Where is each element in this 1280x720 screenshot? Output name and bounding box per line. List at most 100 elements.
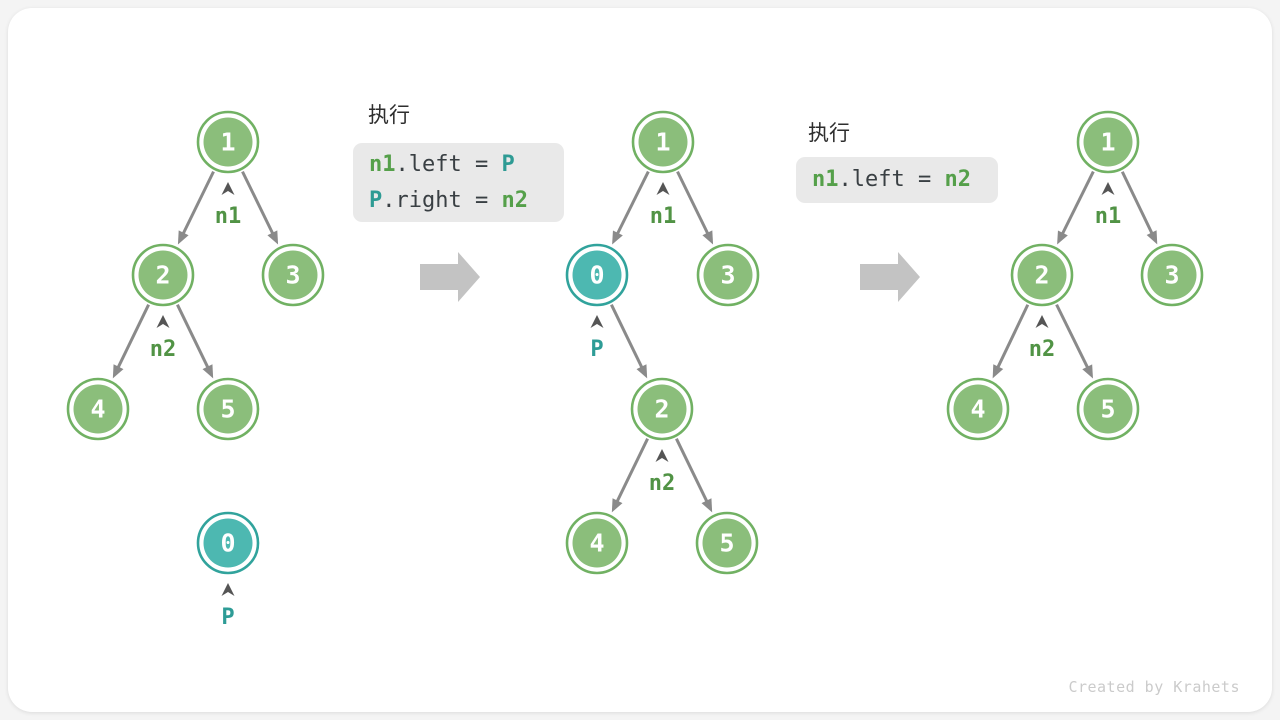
pointer-label-n2: n2 (649, 471, 676, 496)
pointer-label-n2: n2 (150, 337, 177, 362)
edge-0-2 (610, 304, 645, 371)
pointer-caret-icon (1035, 315, 1049, 328)
edge-arrowhead-icon (1146, 230, 1158, 245)
code-line: n1.left = P (369, 147, 564, 183)
tree-node-4: 4 (946, 377, 1010, 441)
node-disc (572, 518, 622, 568)
code-token-green: n1 (812, 167, 839, 192)
pointer-caret-icon (656, 182, 670, 195)
transition-arrow-icon-1 (420, 252, 480, 302)
code-box-2: n1.left = n2 (796, 157, 998, 203)
code-token-plain: .left = (395, 152, 502, 177)
tree-node-5: 5 (196, 377, 260, 441)
tree-node-5: 5 (695, 511, 759, 575)
code-token-green: n1 (369, 152, 396, 177)
node-value: 2 (654, 395, 669, 424)
edge-arrowhead-icon (702, 230, 714, 245)
pointer-caret-icon (655, 449, 669, 462)
node-disc (1017, 250, 1067, 300)
code-line: P.right = n2 (369, 183, 564, 219)
node-value: 0 (220, 529, 235, 558)
node-value: 4 (589, 529, 604, 558)
pointer-label-P: P (221, 605, 234, 630)
edge-arrowhead-icon (1082, 364, 1093, 379)
tree-node-0: 0 (196, 511, 260, 575)
tree-node-5: 5 (1076, 377, 1140, 441)
edge-arrowhead-icon (992, 364, 1004, 379)
edge-arrowhead-icon (112, 364, 124, 379)
edge-1-0 (614, 170, 650, 238)
node-value: 3 (720, 261, 735, 290)
node-disc (572, 250, 622, 300)
edge-arrowhead-icon (1057, 230, 1068, 245)
exec-title-1: 执行 (368, 104, 410, 127)
pointer-label-P: P (590, 337, 603, 362)
tree-before: 1 2 3 4 5 0 n1 n2P (66, 110, 325, 630)
node-value: 2 (1034, 261, 1049, 290)
node-disc (73, 384, 123, 434)
tree-node-4: 4 (66, 377, 130, 441)
node-value: 5 (220, 395, 235, 424)
tree-node-2: 2 (630, 377, 694, 441)
node-disc (203, 117, 253, 167)
pointer-label-n1: n1 (215, 204, 242, 229)
tree-node-1: 1 (1076, 110, 1140, 174)
node-disc (953, 384, 1003, 434)
node-disc (203, 518, 253, 568)
edge-1-3 (241, 170, 276, 238)
edge-arrowhead-icon (177, 230, 189, 245)
node-value: 5 (719, 529, 734, 558)
node-disc (637, 384, 687, 434)
node-value: 5 (1100, 395, 1115, 424)
node-disc (268, 250, 318, 300)
pointer-caret-icon (156, 315, 170, 328)
edge-2-5 (176, 304, 211, 371)
node-value: 1 (1100, 128, 1115, 157)
pointer-caret-icon (221, 182, 235, 195)
code-token-plain: .right = (382, 188, 502, 213)
edge-2-4 (115, 304, 150, 371)
edge-1-2 (180, 170, 215, 238)
node-value: 1 (220, 128, 235, 157)
tree-node-0: 0 (565, 243, 629, 307)
edge-arrowhead-icon (267, 230, 279, 245)
node-disc (1147, 250, 1197, 300)
edge-arrowhead-icon (701, 498, 713, 513)
pointer-caret-icon (1101, 182, 1115, 195)
edge-arrowhead-icon (611, 498, 623, 513)
node-value: 0 (589, 261, 604, 290)
code-line: n1.left = n2 (812, 161, 998, 199)
node-disc (702, 518, 752, 568)
edge-arrowhead-icon (612, 230, 623, 245)
tree-node-1: 1 (631, 110, 695, 174)
exec-title-2: 执行 (808, 122, 850, 145)
tree-node-3: 3 (1140, 243, 1204, 307)
node-disc (203, 384, 253, 434)
tree-node-2: 2 (131, 243, 195, 307)
node-disc (703, 250, 753, 300)
watermark: Created by Krahets (1068, 678, 1240, 696)
node-disc (1083, 117, 1133, 167)
edge-1-2 (1059, 170, 1095, 238)
edge-arrowhead-icon (202, 364, 214, 379)
pointer-caret-icon (221, 583, 235, 596)
edge-2-4 (995, 304, 1030, 371)
tree-node-4: 4 (565, 511, 629, 575)
node-value: 2 (155, 261, 170, 290)
tree-node-3: 3 (696, 243, 760, 307)
transition-arrow-icon-2 (860, 252, 920, 302)
code-token-plain: .left = (838, 167, 945, 192)
edge-1-3 (1120, 171, 1155, 237)
edge-2-5 (1055, 303, 1091, 372)
node-disc (138, 250, 188, 300)
node-value: 1 (655, 128, 670, 157)
code-token-teal: P (501, 152, 515, 177)
code-token-green: n2 (944, 167, 971, 192)
node-value: 3 (285, 261, 300, 290)
edge-2-4 (614, 438, 649, 505)
